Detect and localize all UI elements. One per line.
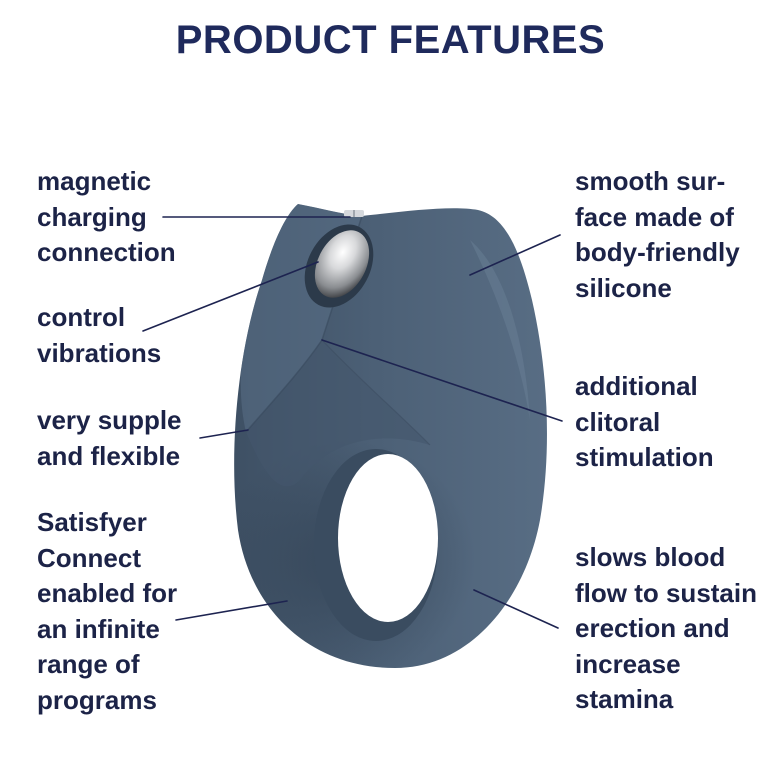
feature-label-line: magnetic [37, 166, 152, 196]
leader-line-clitoral [321, 339, 563, 422]
feature-label-line: face made of [575, 201, 734, 232]
feature-label-line: programs [37, 684, 157, 715]
feature-label-line: stamina [575, 684, 674, 714]
feature-label-line: clitoral [575, 406, 661, 437]
feature-label-line: slows blood [575, 542, 726, 572]
feature-label-line: Connect [37, 542, 141, 573]
feature-label-line: enabled for [37, 578, 178, 608]
feature-label-line: additional [575, 371, 698, 401]
feature-label-line: erection and [575, 613, 730, 643]
feature-supple-flexible: very supple and flexible [37, 403, 182, 474]
product-hole [338, 454, 438, 622]
feature-label-line: Satisfyer [37, 507, 147, 537]
feature-smooth-silicone: smooth sur- face made of body-friendly s… [575, 164, 740, 306]
feature-control-vibrations: control vibrations [37, 300, 161, 371]
product-crease-left [245, 339, 323, 433]
feature-label-line: increase [575, 648, 681, 679]
feature-label-line: and flexible [37, 440, 181, 471]
feature-label-line: silicone [575, 272, 672, 303]
feature-label-line: charging [37, 201, 147, 232]
leader-line-supple [199, 429, 249, 439]
feature-label-line: an infinite [37, 613, 160, 644]
leader-line-blood-flow [473, 589, 559, 629]
feature-label-line: vibrations [37, 337, 162, 368]
page-title: PRODUCT FEATURES [175, 18, 606, 62]
product-twist-band [246, 340, 430, 487]
product-crease-right [321, 339, 431, 446]
leader-line-connect [175, 600, 288, 621]
feature-label-line: very supple [37, 405, 182, 435]
feature-label-line: connection [37, 237, 176, 267]
leader-lines [142, 216, 563, 629]
leader-line-silicone [469, 234, 561, 276]
control-button-icon [314, 230, 370, 298]
feature-label-line: range of [37, 649, 140, 679]
feature-blood-flow: slows blood flow to sustain erection and… [575, 540, 757, 718]
feature-label-line: smooth sur- [575, 166, 726, 196]
feature-label-line: control [37, 302, 126, 332]
feature-satisfyer-connect: Satisfyer Connect enabled for an infinit… [37, 505, 177, 718]
feature-label-line: flow to sustain [575, 577, 757, 608]
feature-clitoral-stimulation: additional clitoral stimulation [575, 369, 714, 476]
feature-magnetic-charging: magnetic charging connection [37, 164, 176, 271]
leader-line-control [142, 261, 319, 332]
feature-label-line: body-friendly [575, 237, 740, 267]
feature-label-line: stimulation [575, 442, 714, 472]
